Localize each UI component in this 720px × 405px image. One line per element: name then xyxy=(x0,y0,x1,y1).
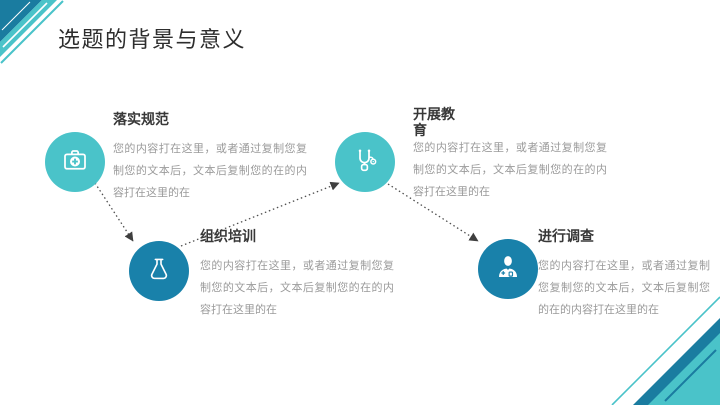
item-2-title: 组织培训 xyxy=(200,228,256,244)
item-3-body: 您的内容打在这里，或者通过复制您复制您的文本后，文本后复制您的在的内容打在这里的… xyxy=(413,142,607,198)
item-1-title: 落实规范 xyxy=(113,111,169,127)
corner-decoration-top-left xyxy=(0,0,64,64)
first-aid-kit-icon xyxy=(60,145,90,180)
stethoscope-icon xyxy=(350,145,380,180)
connector-arrow-3 xyxy=(387,183,479,242)
item-1-circle xyxy=(45,132,105,192)
item-3-title: 开展教育 xyxy=(413,106,455,139)
doctor-icon xyxy=(493,252,523,287)
item-4-circle xyxy=(478,239,538,299)
slide-title: 选题的背景与意义 xyxy=(58,27,247,52)
connector-arrow-1 xyxy=(94,182,134,242)
corner-decoration-bottom-right xyxy=(611,296,720,405)
item-3-circle xyxy=(335,132,395,192)
item-4-title: 进行调查 xyxy=(538,228,594,244)
item-2-body: 您的内容打在这里，或者通过复制您复制您的文本后，文本后复制您的在的内容打在这里的… xyxy=(200,260,394,316)
item-2-circle xyxy=(129,241,189,301)
item-1-body: 您的内容打在这里，或者通过复制您复制您的文本后，文本后复制您的在的内容打在这里的… xyxy=(113,143,307,199)
item-4-body: 您的内容打在这里，或者通过复制您复制您的文本后，文本后复制您的在的内容打在这里的… xyxy=(538,260,710,316)
flask-icon xyxy=(144,254,174,289)
